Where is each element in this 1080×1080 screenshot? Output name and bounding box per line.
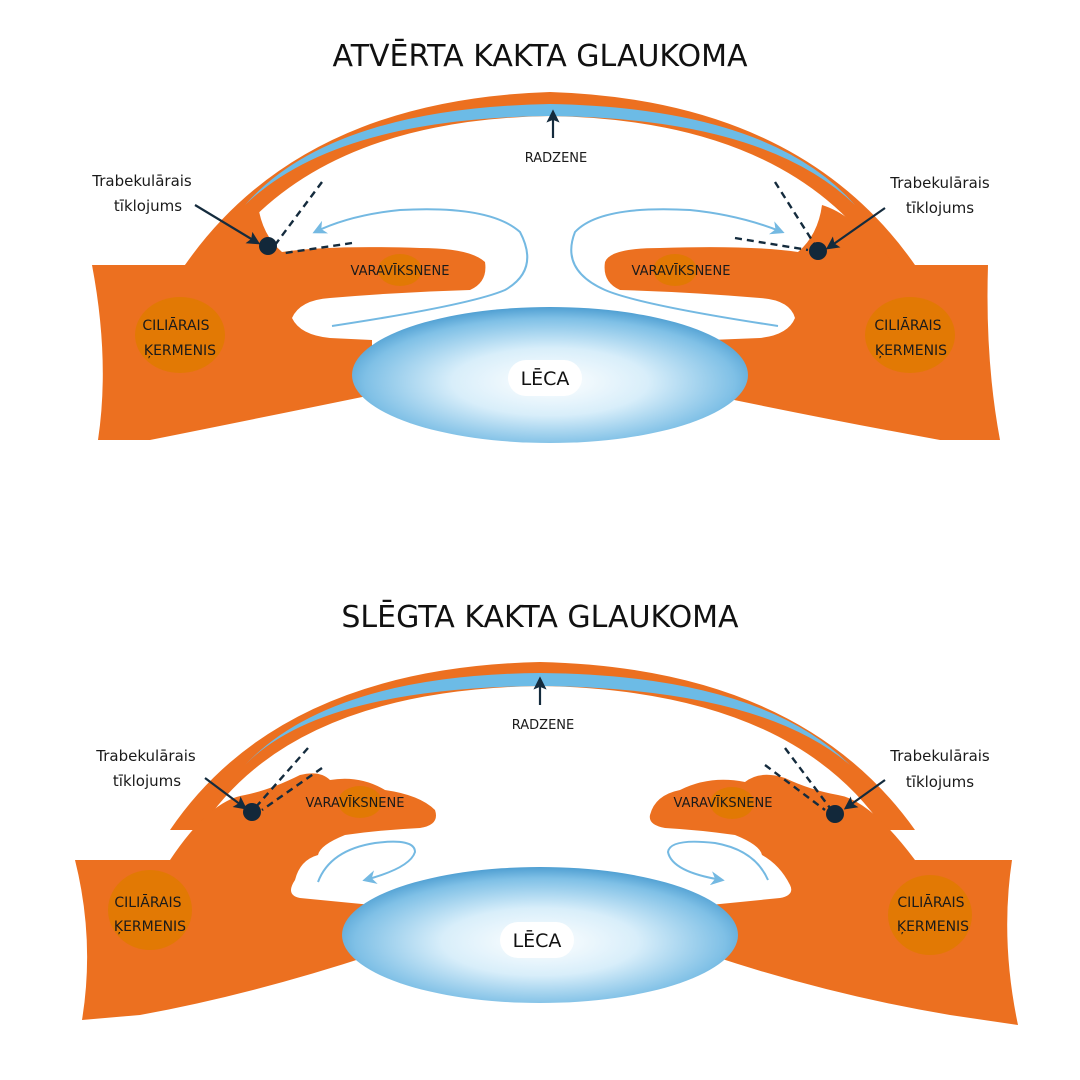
panel-title: ATVĒRTA KAKTA GLAUKOMA [333, 38, 748, 74]
panel-open-angle: ATVĒRTA KAKTA GLAUKOMA LĒCA [91, 38, 1000, 443]
cornea-label: RADZENE [525, 151, 587, 166]
trabecular-label-left-line2: tīklojums [114, 197, 182, 215]
trabecular-label-right-line2: tīklojums [906, 773, 974, 791]
left-tissue [75, 773, 436, 1020]
drainage-dash [734, 236, 809, 252]
iris-label-left: VARAVĪKSNENE [306, 796, 405, 811]
fluid-flow-arrow-right [666, 840, 769, 886]
drainage-dash [773, 181, 817, 246]
iris-label-left: VARAVĪKSNENE [351, 264, 450, 279]
trabecular-label-right-line1: Trabekulārais [889, 174, 990, 192]
lens-label-pill [508, 360, 582, 396]
ciliary-label-right-line2: ĶERMENIS [875, 343, 947, 359]
ciliary-blob [108, 870, 192, 950]
ciliary-label-right-line1: CILIĀRAIS [897, 894, 964, 911]
trabecular-label-right-line2: tīklojums [906, 199, 974, 217]
lens-label: LĒCA [513, 928, 562, 952]
iris-blob [653, 254, 697, 286]
ciliary-label-left-line2: ĶERMENIS [144, 343, 216, 359]
lens-label-pill [500, 922, 574, 958]
pointer-arrow [843, 779, 886, 810]
trabecular-mesh-right [809, 242, 827, 260]
pointer-arrow [204, 777, 248, 810]
cornea-label: RADZENE [512, 718, 574, 733]
iris-label-right: VARAVĪKSNENE [632, 264, 731, 279]
ciliary-blob [135, 297, 225, 373]
ciliary-label-left-line2: ĶERMENIS [114, 919, 186, 935]
cornea [185, 92, 915, 265]
trabecular-label-left-line1: Trabekulārais [91, 172, 192, 190]
iris-blob [710, 787, 754, 819]
iris-blob [378, 254, 422, 286]
ciliary-label-right-line1: CILIĀRAIS [874, 317, 941, 334]
lens-label: LĒCA [521, 366, 570, 390]
left-tissue [92, 205, 486, 440]
ciliary-label-left-line1: CILIĀRAIS [114, 894, 181, 911]
trabecular-label-left-line2: tīklojums [113, 772, 181, 790]
ciliary-blob [865, 297, 955, 373]
ciliary-label-right-line2: ĶERMENIS [897, 919, 969, 935]
trabecular-mesh-right [826, 805, 844, 823]
drainage-dash [254, 747, 309, 809]
right-tissue [604, 205, 1000, 440]
cornea [170, 662, 915, 830]
trabecular-mesh-left [259, 237, 277, 255]
drainage-dash [261, 767, 323, 811]
drainage-dash [274, 181, 323, 246]
fluid-flow-arrow-right [570, 208, 785, 327]
panel-title: SLĒGTA KAKTA GLAUKOMA [341, 599, 739, 635]
drainage-dash [764, 764, 826, 811]
ciliary-blob [888, 875, 972, 955]
drainage-dash [784, 747, 831, 809]
fluid-flow-arrow-left [312, 208, 529, 327]
iris-label-right: VARAVĪKSNENE [674, 796, 773, 811]
pointer-arrow [194, 204, 261, 245]
trabecular-label-left-line1: Trabekulārais [95, 747, 196, 765]
iris-blob [338, 786, 382, 818]
fluid-flow-arrow-left [317, 840, 417, 884]
ciliary-label-left-line1: CILIĀRAIS [142, 317, 209, 334]
trabecular-label-right-line1: Trabekulārais [889, 747, 990, 765]
right-tissue [649, 774, 1018, 1025]
trabecular-mesh-left [243, 803, 261, 821]
pointer-arrow [825, 207, 886, 250]
panel-closed-angle: SLĒGTA KAKTA GLAUKOMA LĒCA [75, 599, 1018, 1025]
